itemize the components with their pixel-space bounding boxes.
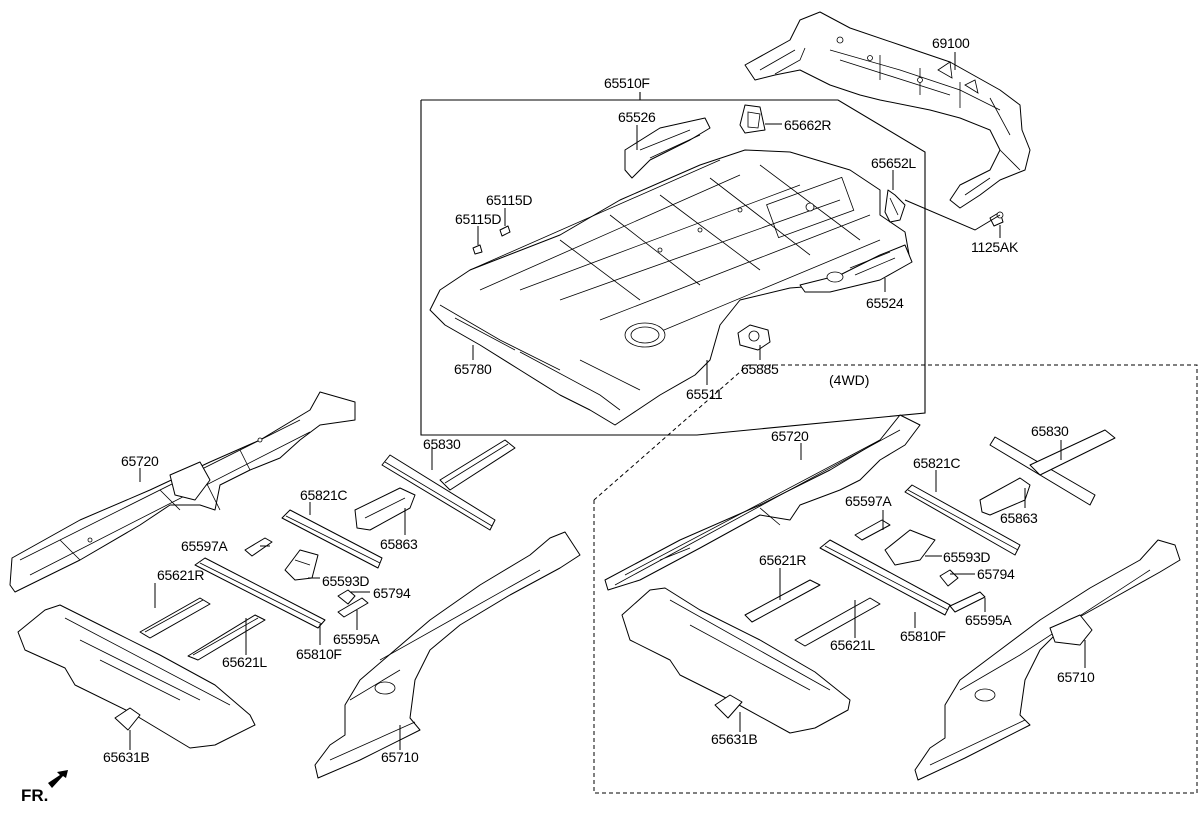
part-label-65597A[interactable]: 65597A bbox=[181, 538, 228, 554]
part-65810F-drawing bbox=[194, 557, 326, 629]
part-65830-drawing bbox=[381, 439, 516, 531]
awd-part-65593D-drawing bbox=[884, 529, 936, 566]
awd-part-label-65810F[interactable]: 65810F bbox=[900, 628, 946, 644]
part-label-65810F[interactable]: 65810F bbox=[296, 646, 342, 662]
assembly-frame-65510F bbox=[420, 92, 926, 436]
part-65593D-drawing bbox=[284, 549, 319, 581]
part-label-65526[interactable]: 65526 bbox=[618, 109, 656, 125]
part-label-65595A[interactable]: 65595A bbox=[333, 631, 380, 647]
part-label-65794[interactable]: 65794 bbox=[373, 585, 411, 601]
awd-part-65710-drawing bbox=[914, 539, 1181, 781]
awd-part-65597A-drawing bbox=[854, 519, 891, 541]
part-65863-drawing bbox=[354, 487, 416, 531]
part-center-floor-drawing bbox=[17, 604, 256, 749]
part-label-65662R[interactable]: 65662R bbox=[784, 117, 832, 133]
awd-part-label-65621L[interactable]: 65621L bbox=[830, 637, 875, 653]
part-65595A-drawing bbox=[337, 597, 369, 618]
part-label-65115D-lower[interactable]: 65115D bbox=[455, 211, 502, 227]
part-69100-drawing bbox=[744, 11, 1031, 209]
part-label-65593D[interactable]: 65593D bbox=[322, 573, 370, 589]
awd-part-65794-drawing bbox=[939, 569, 959, 587]
awd-part-65810F-drawing bbox=[819, 539, 951, 616]
part-label-65885[interactable]: 65885 bbox=[741, 361, 779, 377]
awd-part-65720-drawing bbox=[604, 414, 921, 591]
awd-part-65830-drawing bbox=[989, 429, 1116, 506]
awd-part-label-65720[interactable]: 65720 bbox=[771, 428, 809, 444]
awd-part-label-65593D[interactable]: 65593D bbox=[943, 549, 991, 565]
awd-part-65621L-drawing bbox=[794, 597, 881, 647]
awd-variant-label: (4WD) bbox=[829, 372, 870, 388]
part-label-65720[interactable]: 65720 bbox=[121, 453, 159, 469]
part-label-65511[interactable]: 65511 bbox=[686, 386, 723, 402]
awd-part-label-65595A[interactable]: 65595A bbox=[965, 612, 1012, 628]
assembly-label-65510F[interactable]: 65510F bbox=[604, 75, 650, 91]
awd-part-label-65821C[interactable]: 65821C bbox=[913, 455, 961, 471]
part-label-65652L[interactable]: 65652L bbox=[871, 155, 916, 171]
part-65662R-drawing bbox=[739, 104, 766, 134]
part-label-65621R[interactable]: 65621R bbox=[157, 567, 205, 583]
part-label-65115D-upper[interactable]: 65115D bbox=[486, 192, 533, 208]
awd-part-center-floor-drawing bbox=[621, 587, 851, 734]
part-65710-drawing bbox=[314, 531, 581, 779]
part-label-1125AK[interactable]: 1125AK bbox=[971, 239, 1018, 255]
front-direction-label: FR. bbox=[21, 786, 49, 805]
awd-part-65595A-drawing bbox=[949, 591, 986, 613]
part-label-65830[interactable]: 65830 bbox=[423, 436, 461, 452]
part-label-65524[interactable]: 65524 bbox=[866, 295, 904, 311]
part-1125AK-drawing bbox=[989, 211, 1004, 227]
part-65821C-drawing bbox=[281, 509, 383, 569]
part-65597A-drawing bbox=[244, 537, 273, 557]
part-label-69100[interactable]: 69100 bbox=[932, 35, 970, 51]
awd-part-65621R-drawing bbox=[744, 579, 821, 623]
awd-part-label-65621R[interactable]: 65621R bbox=[759, 552, 807, 568]
awd-part-label-65597A[interactable]: 65597A bbox=[845, 493, 892, 509]
part-floor-pan-drawing bbox=[429, 149, 911, 426]
awd-part-65821C-drawing bbox=[904, 484, 1021, 556]
part-65652L-drawing bbox=[884, 189, 906, 223]
awd-variant-frame bbox=[593, 364, 1198, 794]
part-label-65821C[interactable]: 65821C bbox=[300, 487, 348, 503]
awd-part-label-65794[interactable]: 65794 bbox=[977, 566, 1015, 582]
front-direction-arrow-icon bbox=[48, 770, 68, 788]
leader-lines bbox=[129, 52, 1086, 750]
part-label-65621L[interactable]: 65621L bbox=[222, 654, 267, 670]
part-65885-drawing bbox=[737, 324, 771, 351]
part-65794-drawing bbox=[337, 589, 356, 605]
part-label-65780[interactable]: 65780 bbox=[454, 361, 492, 377]
part-65115D-drawing bbox=[472, 225, 511, 255]
part-65720-drawing bbox=[9, 391, 356, 593]
part-65526-drawing bbox=[624, 117, 711, 179]
awd-part-label-65710[interactable]: 65710 bbox=[1057, 669, 1095, 685]
awd-part-label-65863[interactable]: 65863 bbox=[1000, 510, 1038, 526]
awd-part-label-65830[interactable]: 65830 bbox=[1031, 423, 1069, 439]
part-65524-drawing bbox=[799, 244, 913, 293]
part-label-65863[interactable]: 65863 bbox=[380, 536, 418, 552]
part-label-65710[interactable]: 65710 bbox=[381, 749, 419, 765]
part-65621R-drawing bbox=[139, 597, 211, 639]
awd-part-label-65631B[interactable]: 65631B bbox=[711, 731, 758, 747]
part-label-65631B[interactable]: 65631B bbox=[103, 749, 150, 765]
